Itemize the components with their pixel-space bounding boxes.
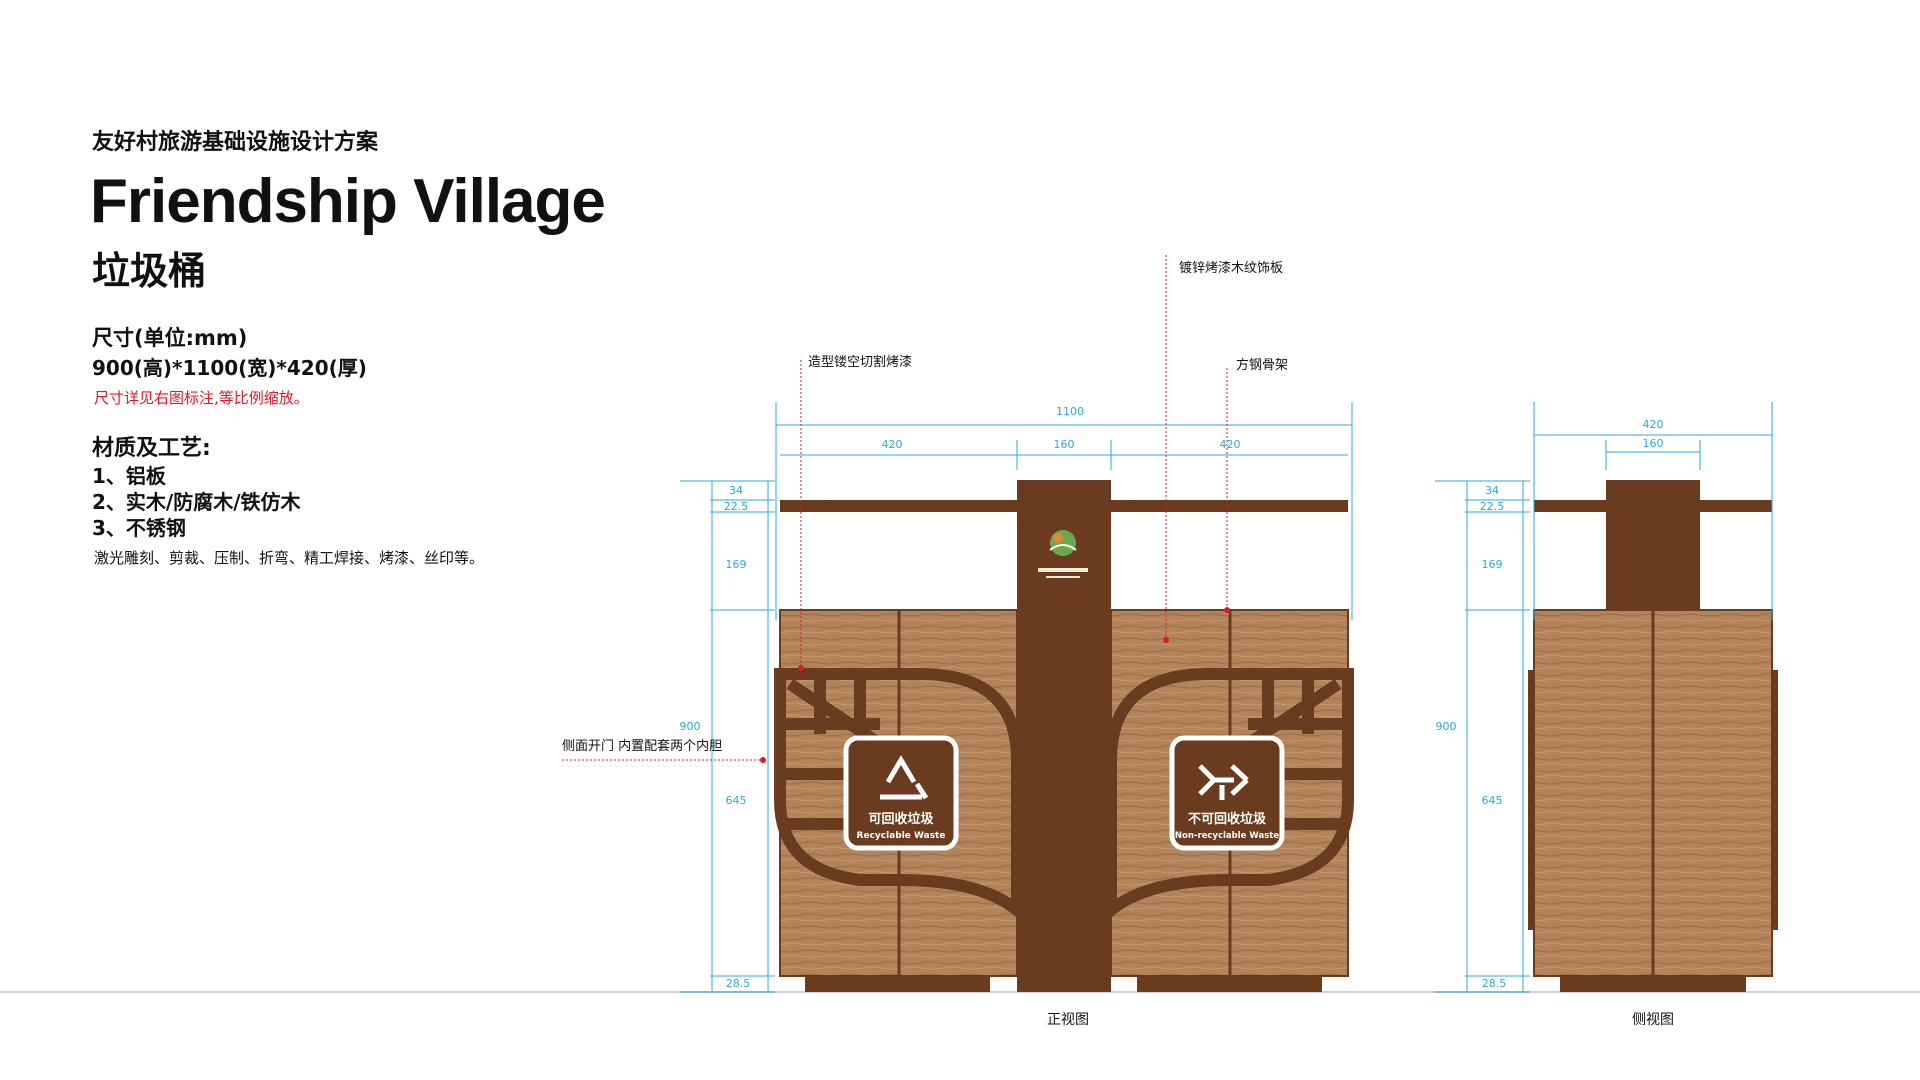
process-text: 激光雕刻、剪裁、压制、折弯、精工焊接、烤漆、丝印等。 <box>94 549 485 567</box>
page-title: Friendship Village <box>90 167 606 236</box>
side-foot <box>1560 976 1746 992</box>
dim-side-h-upper: 169 <box>1482 558 1503 571</box>
callout-lines <box>562 255 1228 761</box>
non-recyclable-label-cn: 不可回收垃圾 <box>1188 811 1267 827</box>
dim-front-h-gap: 22.5 <box>724 500 749 513</box>
size-value: 900(高)*1100(宽)*420(厚) <box>92 356 367 380</box>
front-view: 可回收垃圾 Recyclable Waste 不可回收垃圾 Non-recycl… <box>562 255 1354 1028</box>
material-item: 3、不锈钢 <box>92 516 186 540</box>
dim-side-h-gap: 22.5 <box>1480 500 1505 513</box>
non-recyclable-sign: 不可回收垃圾 Non-recyclable Waste <box>1169 735 1285 851</box>
dim-front-width-left: 420 <box>882 438 903 451</box>
recyclable-label-en: Recyclable Waste <box>857 831 946 841</box>
material-heading: 材质及工艺: <box>92 436 211 461</box>
left-foot <box>805 976 990 992</box>
arrows-out-icon <box>1198 764 1249 800</box>
side-view-label: 侧视图 <box>1632 1012 1674 1028</box>
callout-steel-frame: 方钢骨架 <box>1236 357 1288 373</box>
product-name: 垃圾桶 <box>92 249 207 293</box>
dim-side-h-base: 28.5 <box>1482 977 1507 990</box>
callout-hollow-cut: 造型镂空切割烤漆 <box>808 354 912 370</box>
side-view: 420 160 34 22.5 169 900 645 28.5 侧视图 <box>1435 402 1778 1028</box>
dim-side-width-center: 160 <box>1643 437 1664 450</box>
recyclable-label-cn: 可回收垃圾 <box>868 811 934 827</box>
size-heading: 尺寸(单位:mm) <box>92 326 248 350</box>
dim-front-h-body: 645 <box>726 794 747 807</box>
dim-front-h-top: 34 <box>729 484 743 497</box>
non-recyclable-label-en: Non-recyclable Waste <box>1175 831 1279 841</box>
recycle-icon <box>880 755 929 800</box>
right-foot <box>1137 976 1322 992</box>
center-pillar <box>1017 480 1111 992</box>
callout-side-door: 侧面开门 内置配套两个内胆 <box>562 738 722 754</box>
dim-front-h-upper: 169 <box>726 558 747 571</box>
project-subtitle: 友好村旅游基础设施设计方案 <box>92 130 379 155</box>
material-item: 2、实木/防腐木/铁仿木 <box>92 490 301 514</box>
side-pillar <box>1606 480 1700 610</box>
front-view-label: 正视图 <box>1047 1012 1089 1028</box>
dim-side-width-total: 420 <box>1643 418 1664 431</box>
dim-side-h-top: 34 <box>1485 484 1499 497</box>
material-item: 1、铝板 <box>92 464 166 488</box>
recyclable-sign: 可回收垃圾 Recyclable Waste <box>843 735 959 851</box>
dim-front-h-base: 28.5 <box>726 977 751 990</box>
dim-side-h-total: 900 <box>1436 720 1457 733</box>
dim-front-width-right: 420 <box>1220 438 1241 451</box>
size-note: 尺寸详见右图标注,等比例缩放。 <box>94 389 309 407</box>
side-dimension-lines <box>1435 402 1773 993</box>
front-dimension-lines <box>680 402 1353 993</box>
dim-front-width-total: 1100 <box>1056 405 1084 418</box>
callout-wood-panel: 镀锌烤漆木纹饰板 <box>1179 260 1283 276</box>
dim-side-h-body: 645 <box>1482 794 1503 807</box>
dim-front-width-center: 160 <box>1054 438 1075 451</box>
dim-front-h-total: 900 <box>680 720 701 733</box>
village-logo <box>1038 530 1088 578</box>
